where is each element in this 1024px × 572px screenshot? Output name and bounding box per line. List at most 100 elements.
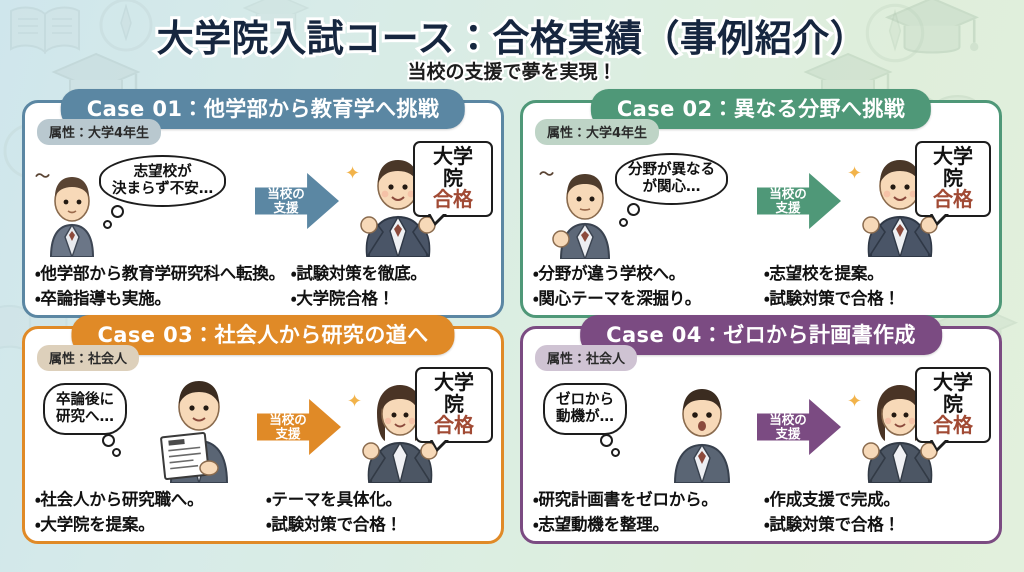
case-02-scene: 〜 分野が異なる が関心… bbox=[531, 141, 991, 262]
badge-tail bbox=[428, 212, 447, 226]
badge-tail bbox=[930, 438, 949, 452]
bubble-tail-small bbox=[619, 218, 628, 228]
page-title: 大学院入試コース：合格実績（事例紹介） bbox=[154, 14, 870, 63]
badge-line-1: 大学院 bbox=[933, 144, 973, 190]
page-subtitle: 当校の支援で夢を実現！ bbox=[405, 59, 618, 85]
bubble-tail bbox=[102, 434, 115, 448]
student-worried-avatar bbox=[39, 171, 105, 261]
bullet-item: ・関心テーマを深掘り。 bbox=[533, 289, 702, 308]
bullet-item: ・分野が違う学校へ。 bbox=[533, 264, 686, 283]
student-success-avatar bbox=[355, 153, 441, 261]
bullet-item: ・試験対策で合格！ bbox=[266, 515, 402, 534]
bubble-line-2: 動機が… bbox=[556, 409, 614, 426]
case-card-02[interactable]: Case 02：異なる分野へ挑戦 属性：大学4年生 〜 bbox=[520, 89, 1002, 318]
bubble-line-1: ゼロから bbox=[556, 392, 614, 408]
professional-with-document-avatar bbox=[151, 373, 247, 487]
sparkle-icon: ✦ bbox=[847, 391, 863, 412]
bubble-line-2: 研究へ… bbox=[56, 409, 114, 426]
case-card-04[interactable]: Case 04：ゼロから計画書作成 属性：社会人 ゼロから 動機が… bbox=[520, 315, 1002, 544]
bullet-item: ・大学院合格！ bbox=[290, 289, 395, 308]
case-02-bullets: ・分野が違う学校へ。 ・関心テーマを深掘り。 ・志望校を提案。 ・試験対策で合格… bbox=[533, 260, 989, 309]
bubble-tail-small bbox=[103, 220, 112, 230]
arrow-label-line-2: 支援 bbox=[775, 200, 801, 215]
arrow-label-line-1: 当校の bbox=[269, 412, 307, 427]
arrow-label-line-2: 支援 bbox=[275, 426, 301, 441]
bullet-item: ・志望校を提案。 bbox=[764, 264, 884, 283]
professional-surprised-avatar bbox=[659, 383, 745, 487]
bullet-item: ・作成支援で完成。 bbox=[764, 490, 900, 509]
woman-success-avatar bbox=[357, 379, 443, 487]
bubble-line-1: 志望校が bbox=[133, 164, 192, 180]
sparkle-icon: ✦ bbox=[847, 163, 863, 184]
bullets-left-column: ・研究計画書をゼロから。 ・志望動機を整理。 bbox=[533, 486, 758, 535]
badge-line-2: 合格 bbox=[434, 413, 474, 438]
bubble-tail bbox=[627, 203, 640, 217]
case-04-header: Case 04：ゼロから計画書作成 bbox=[580, 315, 942, 355]
case-04-support-arrow: 当校の 支援 bbox=[757, 399, 841, 455]
case-01-scene: 〜 志望校が 決まらず不安… 当校の 支援 ✦ bbox=[33, 141, 493, 261]
case-card-grid: Case 01：他学部から教育学へ挑戦 属性：大学4年生 bbox=[22, 89, 1002, 544]
bullet-item: ・他学部から教育学研究科へ転換。 bbox=[35, 264, 285, 283]
badge-line-1: 大学院 bbox=[933, 370, 973, 416]
badge-line-2: 合格 bbox=[933, 413, 973, 438]
arrow-label-line-1: 当校の bbox=[267, 186, 305, 201]
case-04-thought-bubble: ゼロから 動機が… bbox=[543, 383, 627, 458]
student-pondering-avatar bbox=[549, 167, 621, 263]
bubble-line-1: 卒論後に bbox=[56, 392, 114, 408]
case-02-result-badge: 大学院 合格 bbox=[915, 141, 991, 226]
bullet-item: ・試験対策で合格！ bbox=[764, 289, 900, 308]
bullets-right-column: ・作成支援で完成。 ・試験対策で合格！ bbox=[764, 486, 989, 535]
case-04-bullets: ・研究計画書をゼロから。 ・志望動機を整理。 ・作成支援で完成。 ・試験対策で合… bbox=[533, 486, 989, 535]
case-03-support-arrow: 当校の 支援 bbox=[257, 399, 341, 455]
case-03-result-badge: 大学院 合格 bbox=[415, 367, 493, 452]
badge-line-2: 合格 bbox=[933, 187, 973, 212]
worry-mark-icon: 〜 bbox=[539, 165, 555, 183]
bullet-item: ・社会人から研究職へ。 bbox=[35, 490, 204, 509]
sparkle-icon: ✦ bbox=[347, 391, 363, 412]
case-04-result-badge: 大学院 合格 bbox=[915, 367, 991, 452]
badge-tail bbox=[430, 438, 449, 452]
case-03-bullets: ・社会人から研究職へ。 ・大学院を提案。 ・テーマを具体化。 ・試験対策で合格！ bbox=[35, 486, 491, 535]
bullet-item: ・テーマを具体化。 bbox=[266, 490, 402, 509]
badge-tail bbox=[930, 212, 949, 226]
bubble-line-2: が関心… bbox=[642, 179, 701, 196]
badge-line-1: 大学院 bbox=[433, 144, 473, 190]
case-01-support-arrow: 当校の 支援 bbox=[255, 173, 339, 229]
bullets-right-column: ・志望校を提案。 ・試験対策で合格！ bbox=[764, 260, 989, 309]
bullet-item: ・試験対策を徹底。 bbox=[290, 264, 427, 283]
bullets-left-column: ・分野が違う学校へ。 ・関心テーマを深掘り。 bbox=[533, 260, 758, 309]
arrow-label-line-2: 支援 bbox=[775, 426, 801, 441]
bullet-item: ・卒論指導も実施。 bbox=[35, 289, 171, 308]
bubble-tail-small bbox=[112, 448, 121, 458]
bullets-left-column: ・他学部から教育学研究科へ転換。 ・卒論指導も実施。 bbox=[35, 260, 285, 309]
bullet-item: ・研究計画書をゼロから。 bbox=[533, 490, 718, 509]
case-03-scene: 卒論後に 研究へ… bbox=[33, 367, 493, 487]
sparkle-icon: ✦ bbox=[345, 163, 361, 184]
bubble-line-1: 分野が異なる bbox=[628, 162, 715, 178]
bubble-tail-small bbox=[611, 448, 620, 458]
case-04-scene: ゼロから 動機が… bbox=[531, 367, 991, 487]
woman-success-avatar bbox=[857, 379, 943, 487]
bullets-left-column: ・社会人から研究職へ。 ・大学院を提案。 bbox=[35, 486, 260, 535]
bullet-item: ・大学院を提案。 bbox=[35, 515, 155, 534]
worry-mark-icon: 〜 bbox=[35, 167, 51, 185]
case-card-03[interactable]: Case 03：社会人から研究の道へ 属性：社会人 卒論後に 研究へ… bbox=[22, 315, 504, 544]
case-04-attribute: 属性：社会人 bbox=[535, 345, 638, 371]
case-01-bullets: ・他学部から教育学研究科へ転換。 ・卒論指導も実施。 ・試験対策を徹底。 ・大学… bbox=[35, 260, 491, 309]
case-01-attribute: 属性：大学4年生 bbox=[37, 119, 162, 145]
bullets-right-column: ・テーマを具体化。 ・試験対策で合格！ bbox=[266, 486, 491, 535]
case-02-support-arrow: 当校の 支援 bbox=[757, 173, 841, 229]
case-03-thought-bubble: 卒論後に 研究へ… bbox=[43, 383, 127, 458]
bubble-tail bbox=[600, 434, 613, 448]
bubble-tail bbox=[111, 205, 124, 219]
case-01-speech-bubble: 志望校が 決まらず不安… bbox=[99, 155, 227, 230]
badge-line-2: 合格 bbox=[433, 187, 473, 212]
bullet-item: ・試験対策で合格！ bbox=[764, 515, 900, 534]
case-01-result-badge: 大学院 合格 bbox=[413, 141, 493, 226]
bubble-line-2: 決まらず不安… bbox=[112, 181, 214, 198]
case-card-01[interactable]: Case 01：他学部から教育学へ挑戦 属性：大学4年生 bbox=[22, 89, 504, 318]
arrow-label-line-2: 支援 bbox=[273, 200, 299, 215]
badge-line-1: 大学院 bbox=[434, 370, 474, 416]
bullet-item: ・志望動機を整理。 bbox=[533, 515, 669, 534]
